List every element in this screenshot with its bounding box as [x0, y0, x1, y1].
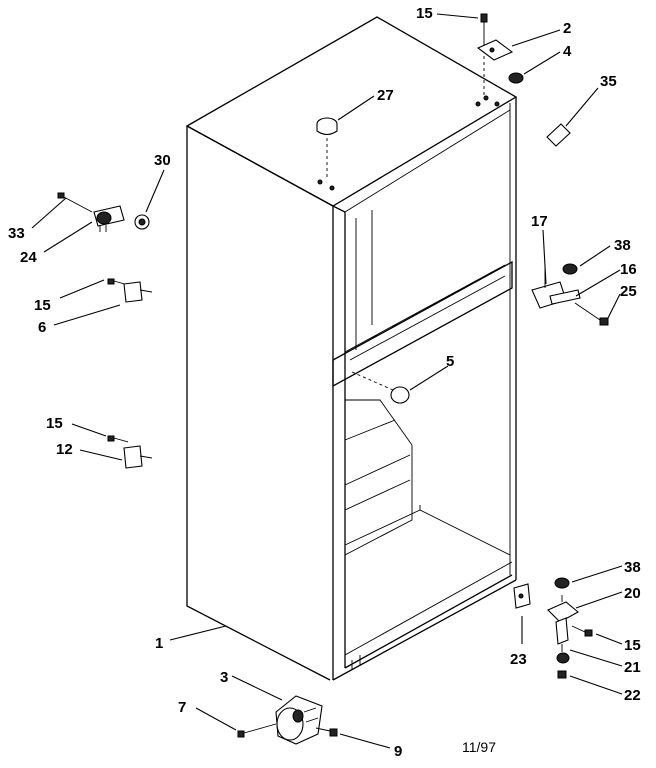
- callout-27: 27: [377, 87, 394, 104]
- date-code: 11/97: [462, 739, 496, 755]
- bottom-bracket-part: [513, 583, 531, 609]
- top-screw-part: [480, 13, 488, 96]
- door-stop-lower-part: [107, 435, 153, 469]
- callout-24: 24: [20, 249, 37, 266]
- mullion-plug-part: [351, 371, 410, 404]
- callout-17: 17: [531, 213, 548, 230]
- callout-21: 21: [624, 659, 641, 676]
- callout-5: 5: [446, 353, 454, 370]
- door-stop-assembly-part: [57, 192, 150, 232]
- callout-3: 3: [220, 669, 228, 686]
- bottom-hinge-part: [547, 577, 593, 679]
- top-hinge-holes: [317, 95, 500, 191]
- callout-12: 12: [56, 441, 73, 458]
- callout-4: 4: [563, 43, 572, 60]
- callout-20: 20: [624, 585, 641, 602]
- callout-23: 23: [510, 651, 527, 668]
- callout-30: 30: [154, 152, 171, 169]
- leader-lines: [31, 13, 623, 749]
- callout-22: 22: [624, 687, 641, 704]
- hinge-cover-part: [546, 123, 571, 147]
- center-hinge-part: [531, 263, 609, 326]
- callout-15-lower-stop: 15: [46, 415, 63, 432]
- callout-15-top: 15: [416, 5, 433, 22]
- cabinet-body: [185, 16, 518, 681]
- callout-38-center: 38: [614, 237, 631, 254]
- callout-7: 7: [178, 699, 186, 716]
- callout-35: 35: [600, 73, 617, 90]
- callout-25: 25: [620, 283, 637, 300]
- callout-6: 6: [38, 319, 46, 336]
- plug-button-part: [316, 117, 338, 178]
- door-stop-upper-part: [107, 278, 153, 303]
- callout-15-upper-stop: 15: [34, 297, 51, 314]
- leveling-leg-part: [237, 695, 338, 745]
- callout-33: 33: [8, 225, 25, 242]
- callout-labels: 15 2 4 35 27 30 33 24 15 6 15 12 5 17 38…: [8, 5, 641, 760]
- callout-1: 1: [155, 635, 163, 652]
- callout-2: 2: [563, 20, 571, 37]
- hinge-spacer-part: [508, 72, 524, 84]
- callout-15-bottom: 15: [624, 637, 641, 654]
- callout-9: 9: [394, 743, 402, 760]
- callout-38-bottom: 38: [624, 559, 641, 576]
- top-hinge-part: [476, 39, 514, 61]
- callout-16: 16: [620, 261, 637, 278]
